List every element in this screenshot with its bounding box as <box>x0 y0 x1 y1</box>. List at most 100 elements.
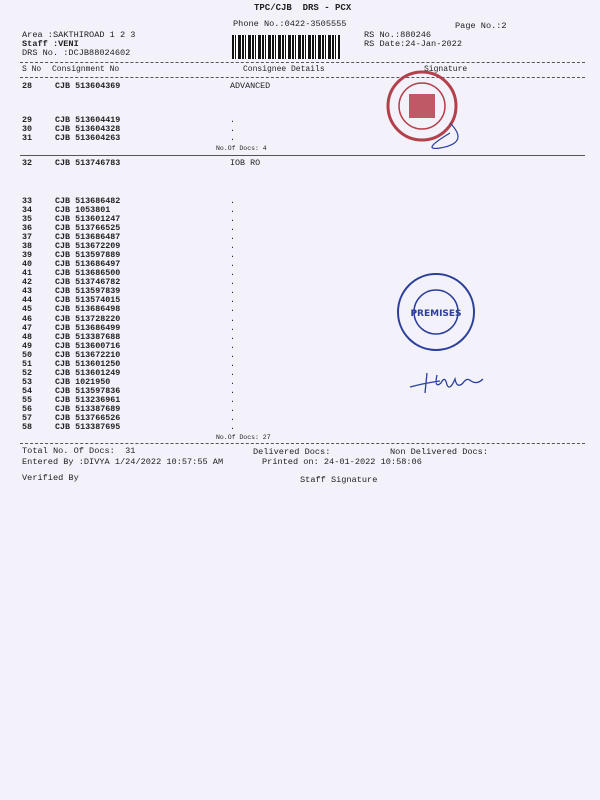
delivered-docs: Delivered Docs: <box>253 447 331 457</box>
consignment-number: CJB 513601250 <box>55 358 121 369</box>
serial-number: 51 <box>22 358 33 369</box>
drs-number: DRS No. :DCJB88024602 <box>22 48 131 58</box>
ditto-mark: . <box>230 304 236 315</box>
consignment-number: CJB 513597889 <box>55 250 121 261</box>
ditto-mark: . <box>230 313 236 324</box>
document-title: TPC/CJB DRS - PCX <box>254 3 352 13</box>
ditto-mark: . <box>230 241 236 252</box>
barcode <box>232 35 340 59</box>
consignment-number: CJB 1021950 <box>55 376 111 387</box>
consignment-number: CJB 513746783 <box>55 158 121 168</box>
serial-number: 47 <box>22 322 33 333</box>
consignment-number: CJB 513597836 <box>55 385 121 396</box>
serial-number: 34 <box>22 205 33 216</box>
serial-number: 41 <box>22 268 33 279</box>
consignment-number: CJB 513672210 <box>55 349 121 360</box>
consignment-number: CJB 513601247 <box>55 214 121 225</box>
staff-signature-label: Staff Signature <box>300 475 378 485</box>
serial-number: 33 <box>22 196 33 206</box>
serial-number: 42 <box>22 277 33 288</box>
serial-number: 54 <box>22 385 33 396</box>
serial-number: 56 <box>22 403 33 414</box>
consignment-number: CJB 513597839 <box>55 286 121 297</box>
entered-by: Entered By :DIVYA 1/24/2022 10:57:55 AM <box>22 457 224 467</box>
serial-number: 40 <box>22 259 33 270</box>
rs-number: RS No.:880246 <box>364 30 432 40</box>
group-doc-count: No.Of Docs: 27 <box>216 434 271 441</box>
group-doc-count: No.Of Docs: 4 <box>216 145 267 152</box>
serial-number: 58 <box>22 422 33 432</box>
ditto-mark: . <box>230 422 236 432</box>
col-sno: S No <box>22 65 42 74</box>
consignment-number: CJB 1053801 <box>55 205 111 216</box>
serial-number: 38 <box>22 241 33 252</box>
col-consignee: Consignee Details <box>243 65 325 74</box>
stamp-premises-text: PREMISES <box>410 309 461 319</box>
serial-number: 52 <box>22 367 33 378</box>
ditto-mark: . <box>230 412 236 423</box>
consignment-number: CJB 513387695 <box>55 422 121 432</box>
ditto-mark: . <box>230 394 236 405</box>
rs-date: RS Date:24-Jan-2022 <box>364 39 462 49</box>
serial-number: 53 <box>22 376 33 387</box>
serial-number: 32 <box>22 158 33 168</box>
serial-number: 49 <box>22 340 33 351</box>
ditto-mark: . <box>230 331 236 342</box>
ditto-mark: . <box>230 268 236 279</box>
serial-number: 29 <box>22 115 33 125</box>
ditto-mark: . <box>230 376 236 387</box>
serial-number: 37 <box>22 232 33 243</box>
ditto-mark: . <box>230 232 236 243</box>
printed-on: Printed on: 24-01-2022 10:58:06 <box>262 457 422 467</box>
verified-by: Verified By <box>22 473 79 483</box>
serial-number: 30 <box>22 124 33 134</box>
ditto-mark: . <box>230 367 236 378</box>
serial-number: 50 <box>22 349 33 360</box>
serial-number: 39 <box>22 250 33 261</box>
consignment-number: CJB 513686499 <box>55 322 121 333</box>
ditto-mark: . <box>230 214 236 225</box>
consignment-number: CJB 513766526 <box>55 412 121 423</box>
serial-number: 43 <box>22 286 33 297</box>
consignment-number: CJB 513604328 <box>55 124 121 134</box>
consignment-number: CJB 513686482 <box>55 196 121 206</box>
consignee-name: IOB RO <box>230 158 261 168</box>
serial-number: 28 <box>22 81 33 91</box>
consignment-number: CJB 513387689 <box>55 403 121 414</box>
consignment-number: CJB 513604419 <box>55 115 121 125</box>
serial-number: 57 <box>22 412 33 423</box>
staff: Staff :VENI <box>22 39 79 49</box>
consignment-number: CJB 513601249 <box>55 367 121 378</box>
serial-number: 46 <box>22 313 33 324</box>
ditto-mark: . <box>230 322 236 333</box>
consignment-number: CJB 513686487 <box>55 232 121 243</box>
consignment-number: CJB 513746782 <box>55 277 121 288</box>
handwritten-signature <box>409 372 484 394</box>
consignee-name: ADVANCED <box>230 81 271 91</box>
serial-number: 48 <box>22 331 33 342</box>
consignment-number: CJB 513686500 <box>55 268 121 279</box>
company-stamp <box>386 70 459 150</box>
col-consignment: Consignment No <box>52 65 120 74</box>
ditto-mark: . <box>230 403 236 414</box>
consignment-number: CJB 513766525 <box>55 223 121 234</box>
page-number: Page No.:2 <box>455 21 507 31</box>
consignment-number: CJB 513387688 <box>55 331 121 342</box>
consignment-number: CJB 513600716 <box>55 340 121 351</box>
divider <box>20 77 585 78</box>
consignment-number: CJB 513236961 <box>55 394 121 405</box>
non-delivered-docs: Non Delivered Docs: <box>390 447 488 457</box>
bank-stamp: PREMISES <box>397 273 475 351</box>
ditto-mark: . <box>230 223 236 234</box>
serial-number: 36 <box>22 223 33 234</box>
ditto-mark: . <box>230 205 236 216</box>
divider <box>20 443 585 444</box>
serial-number: 44 <box>22 295 33 306</box>
consignment-number: CJB 513728220 <box>55 313 121 324</box>
ditto-mark: . <box>230 133 236 143</box>
ditto-mark: . <box>230 124 236 134</box>
serial-number: 35 <box>22 214 33 225</box>
consignment-number: CJB 513604263 <box>55 133 121 143</box>
total-docs: Total No. Of Docs: 31 <box>22 446 136 456</box>
consignment-number: CJB 513672209 <box>55 241 121 252</box>
